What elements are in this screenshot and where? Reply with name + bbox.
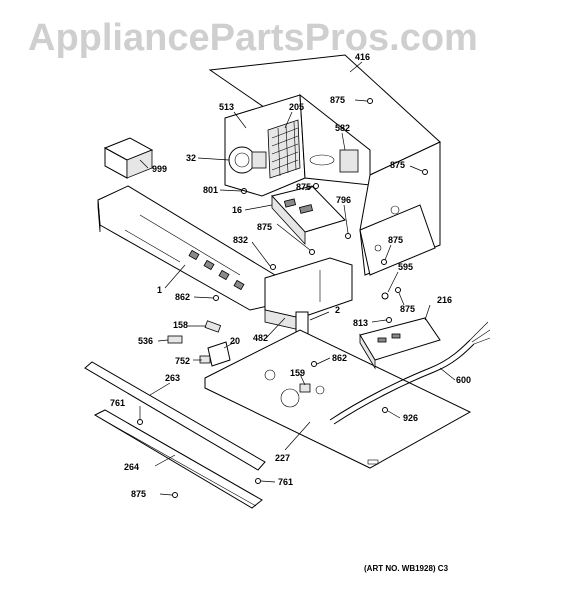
- part-label-600: 600: [456, 375, 471, 385]
- small-components: [167, 320, 311, 393]
- part-label-801: 801: [203, 185, 218, 195]
- part-label-263: 263: [165, 373, 180, 383]
- part-labels: 416 875 513 205 582 32 999 875 801 875 1…: [110, 52, 471, 499]
- wire-harness: [329, 321, 491, 425]
- art-number: (ART NO. WB1928) C3: [364, 564, 449, 573]
- transformer: [309, 149, 359, 173]
- part-label-482: 482: [253, 333, 268, 343]
- part-label-999: 999: [152, 164, 167, 174]
- part-label-264: 264: [124, 462, 139, 472]
- part-label-926: 926: [403, 413, 418, 423]
- vent-grille: [267, 119, 301, 179]
- fan-motor: [228, 146, 267, 174]
- leader-lines: [139, 61, 456, 496]
- part-label-761: 761: [278, 477, 293, 487]
- part-label-416: 416: [355, 52, 370, 62]
- part-label-1: 1: [157, 285, 162, 295]
- center-bracket: [264, 257, 353, 353]
- part-label-205: 205: [289, 102, 304, 112]
- part-label-158: 158: [173, 320, 188, 330]
- lower-trim: [93, 409, 263, 509]
- part-label-513: 513: [219, 102, 234, 112]
- part-label-875: 875: [296, 182, 311, 192]
- part-label-875: 875: [330, 95, 345, 105]
- part-label-875: 875: [131, 489, 146, 499]
- front-trim-strip: [84, 361, 266, 471]
- part-label-761: 761: [110, 398, 125, 408]
- part-label-862: 862: [175, 292, 190, 302]
- part-label-2: 2: [335, 305, 340, 315]
- part-label-216: 216: [437, 295, 452, 305]
- control-board: [271, 185, 346, 246]
- part-label-875: 875: [400, 304, 415, 314]
- part-label-862: 862: [332, 353, 347, 363]
- watermark: AppliancePartsPros.com: [28, 17, 478, 59]
- part-label-16: 16: [232, 205, 242, 215]
- part-label-832: 832: [233, 235, 248, 245]
- part-label-20: 20: [230, 336, 240, 346]
- part-label-536: 536: [138, 336, 153, 346]
- right-side-wall: [359, 141, 441, 276]
- part-label-582: 582: [335, 123, 350, 133]
- part-label-595: 595: [398, 262, 413, 272]
- wire-bracket: [359, 317, 441, 370]
- part-label-875: 875: [388, 235, 403, 245]
- part-label-796: 796: [336, 195, 351, 205]
- part-label-227: 227: [275, 453, 290, 463]
- part-label-159: 159: [290, 368, 305, 378]
- part-label-752: 752: [175, 356, 190, 366]
- part-label-813: 813: [353, 318, 368, 328]
- screws: [137, 98, 428, 498]
- part-label-875: 875: [257, 222, 272, 232]
- bottom-floor-panel: [204, 329, 472, 469]
- replacement-box: [103, 137, 154, 179]
- part-label-32: 32: [186, 153, 196, 163]
- part-label-875: 875: [390, 160, 405, 170]
